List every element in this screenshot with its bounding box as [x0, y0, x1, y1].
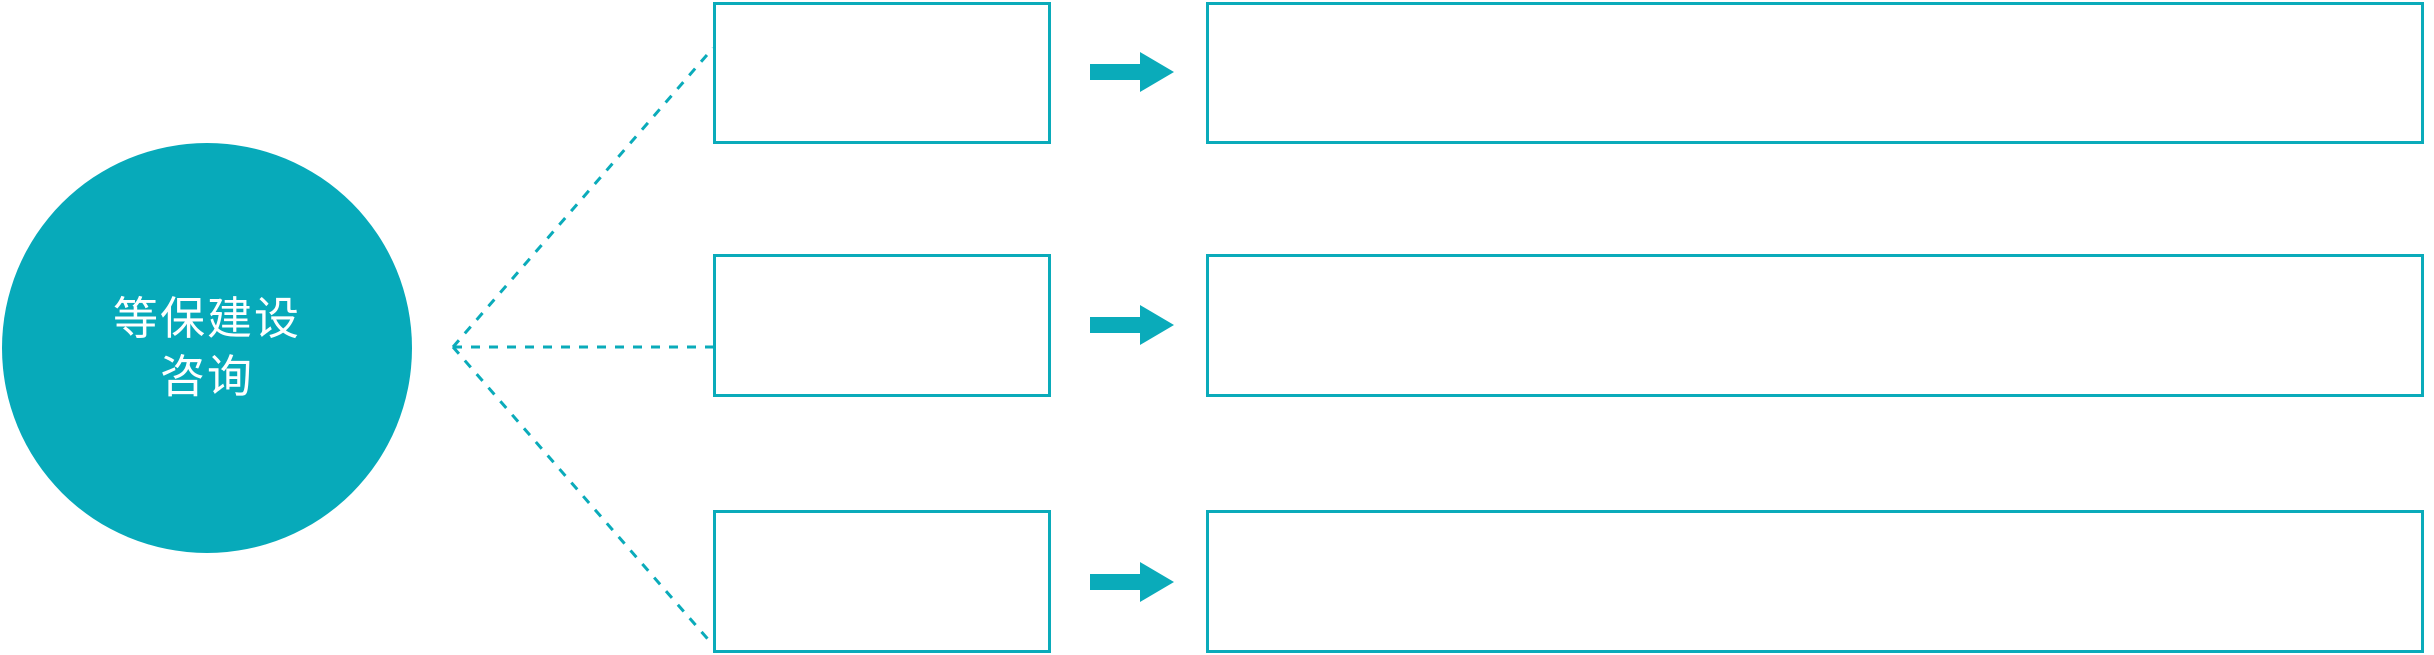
connector-line-top — [451, 47, 715, 348]
hub-label-line2: 咨询 — [159, 351, 254, 402]
connector-line-bottom — [451, 346, 715, 646]
stage-box-3[interactable] — [713, 510, 1051, 653]
detail-box-1[interactable] — [1206, 2, 2424, 144]
detail-box-2[interactable] — [1206, 254, 2424, 397]
hub-circle[interactable]: 等保建设 咨询 — [2, 143, 412, 553]
stage-box-2[interactable] — [713, 254, 1051, 397]
arrow-right-icon — [1090, 562, 1174, 602]
arrow-right-icon — [1090, 52, 1174, 92]
arrow-right-icon — [1090, 305, 1174, 345]
hub-label-line1: 等保建设 — [112, 292, 301, 344]
detail-box-3[interactable] — [1206, 510, 2424, 653]
stage-box-1[interactable] — [713, 2, 1051, 144]
